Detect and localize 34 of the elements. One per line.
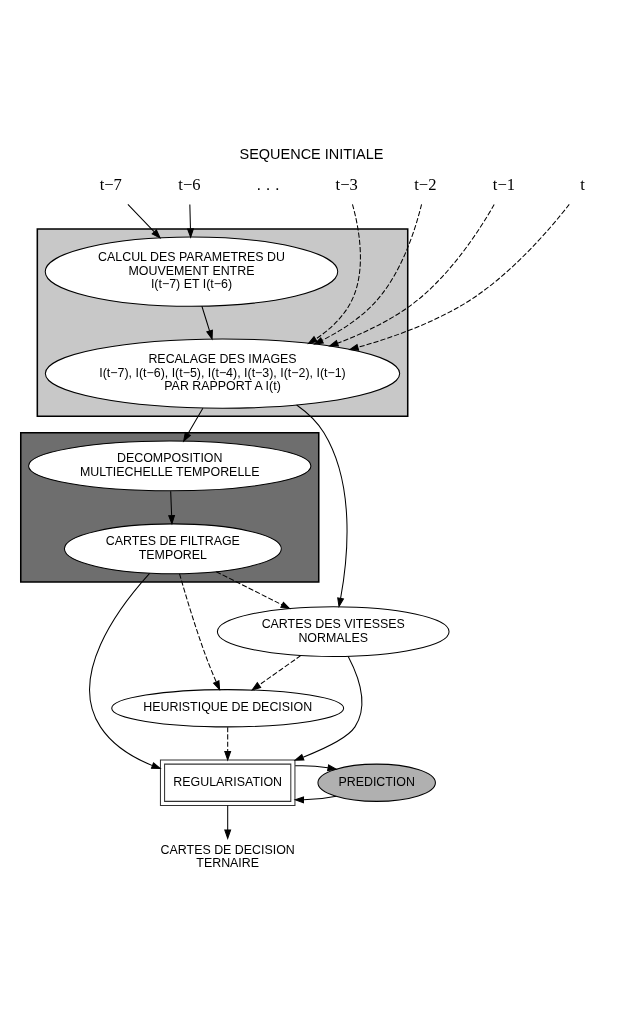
label: . . .: [256, 173, 280, 193]
arrow: [89, 572, 162, 769]
arrow: [215, 570, 291, 609]
arrow: [293, 655, 363, 761]
arrow: [201, 305, 213, 340]
node-ellipse: CALCUL DES PARAMETRES DU MOUVEMENT ENTRE I(t−7) ET I(t−6): [44, 236, 339, 307]
arrow: [224, 804, 232, 840]
arrow: [186, 203, 195, 239]
arrow: [328, 203, 495, 347]
node-text: t−6: [178, 173, 201, 193]
node-text: t−3: [335, 173, 358, 193]
arrow: [250, 654, 302, 691]
arrow: [307, 203, 361, 344]
node-ellipse: CARTES DE FILTRAGE TEMPOREL: [63, 522, 282, 574]
arrow: [293, 795, 337, 803]
arrow: [224, 726, 232, 761]
arrow: [294, 763, 338, 771]
node-box: REGULARISATION: [159, 758, 296, 806]
node-text: t−7: [99, 173, 122, 193]
arrow: [313, 203, 423, 345]
arrow: [296, 403, 348, 608]
node-text: t−2: [414, 173, 437, 193]
node-ellipse: DECOMPOSITION MULTIECHELLE TEMPORELLE: [28, 440, 312, 491]
arrow: [182, 407, 204, 442]
node-text: t−1: [492, 173, 516, 193]
diagram-title: SEQUENCE INITIALE: [239, 145, 384, 162]
node-text: CARTES DE DECISION TERNAIRE: [160, 842, 295, 870]
node-ellipse: CARTES DES VITESSES NORMALES: [216, 605, 450, 657]
node-text: t: [580, 173, 585, 193]
arrow: [127, 203, 162, 239]
node-ellipse: HEURISTIQUE DE DECISION: [111, 688, 345, 727]
arrow: [179, 572, 221, 691]
arrow: [168, 490, 176, 525]
arrow: [348, 203, 570, 351]
